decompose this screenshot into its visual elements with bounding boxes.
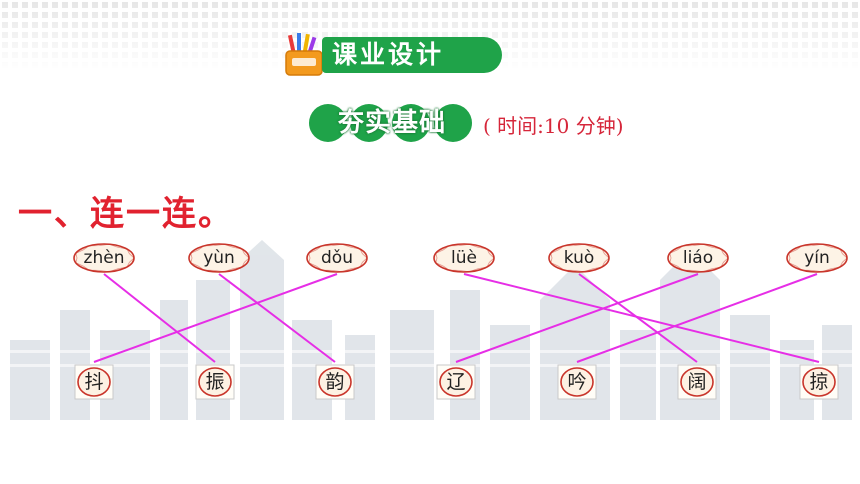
pinyin-text: dǒu xyxy=(321,248,353,268)
dotted-background xyxy=(0,0,860,70)
match-line xyxy=(455,273,699,363)
pinyin-bubble[interactable]: zhèn xyxy=(71,241,137,275)
pinyin-bubble[interactable]: kuò xyxy=(546,241,612,275)
section-pill xyxy=(309,104,472,142)
match-line xyxy=(218,273,336,363)
hanzi-text: 抖 xyxy=(84,371,104,393)
hanzi-box[interactable]: 振 xyxy=(195,364,235,400)
pencil-cup-icon xyxy=(285,33,323,76)
pinyin-text: yín xyxy=(804,248,830,268)
hanzi-box[interactable]: 吟 xyxy=(557,364,597,400)
match-line xyxy=(103,273,216,363)
section-pill-label: 夯实基础 xyxy=(337,108,446,138)
match-line xyxy=(576,273,818,363)
pinyin-bubble[interactable]: yín xyxy=(784,241,850,275)
match-line xyxy=(93,273,338,363)
match-line xyxy=(463,273,820,363)
pinyin-bubble[interactable]: dǒu xyxy=(304,241,370,275)
hanzi-box[interactable]: 掠 xyxy=(799,364,839,400)
banner-title: 课业设计 xyxy=(332,40,445,69)
hanzi-box[interactable]: 抖 xyxy=(74,364,114,400)
pinyin-bubble[interactable]: lüè xyxy=(431,241,497,275)
question-title: 一、连一连。 xyxy=(18,194,234,234)
hanzi-box[interactable]: 辽 xyxy=(436,364,476,400)
hanzi-text: 掠 xyxy=(809,371,829,393)
hanzi-box[interactable]: 阔 xyxy=(677,364,717,400)
match-line xyxy=(578,273,698,363)
pinyin-bubble[interactable]: liáo xyxy=(665,241,731,275)
pinyin-text: zhèn xyxy=(83,248,125,268)
pinyin-text: lüè xyxy=(451,248,477,268)
hanzi-box[interactable]: 韵 xyxy=(315,364,355,400)
pinyin-text: liáo xyxy=(682,248,714,268)
hanzi-text: 阔 xyxy=(687,371,707,393)
pinyin-text: yùn xyxy=(203,248,235,268)
hanzi-text: 振 xyxy=(205,371,225,393)
course-design-banner: 课业设计 xyxy=(280,33,506,76)
hanzi-text: 韵 xyxy=(325,371,345,393)
time-note: ( 时间:10 分钟) xyxy=(483,114,624,138)
pinyin-text: kuò xyxy=(563,248,595,268)
pinyin-bubble[interactable]: yùn xyxy=(186,241,252,275)
hanzi-text: 吟 xyxy=(567,371,587,393)
hanzi-text: 辽 xyxy=(446,371,466,393)
